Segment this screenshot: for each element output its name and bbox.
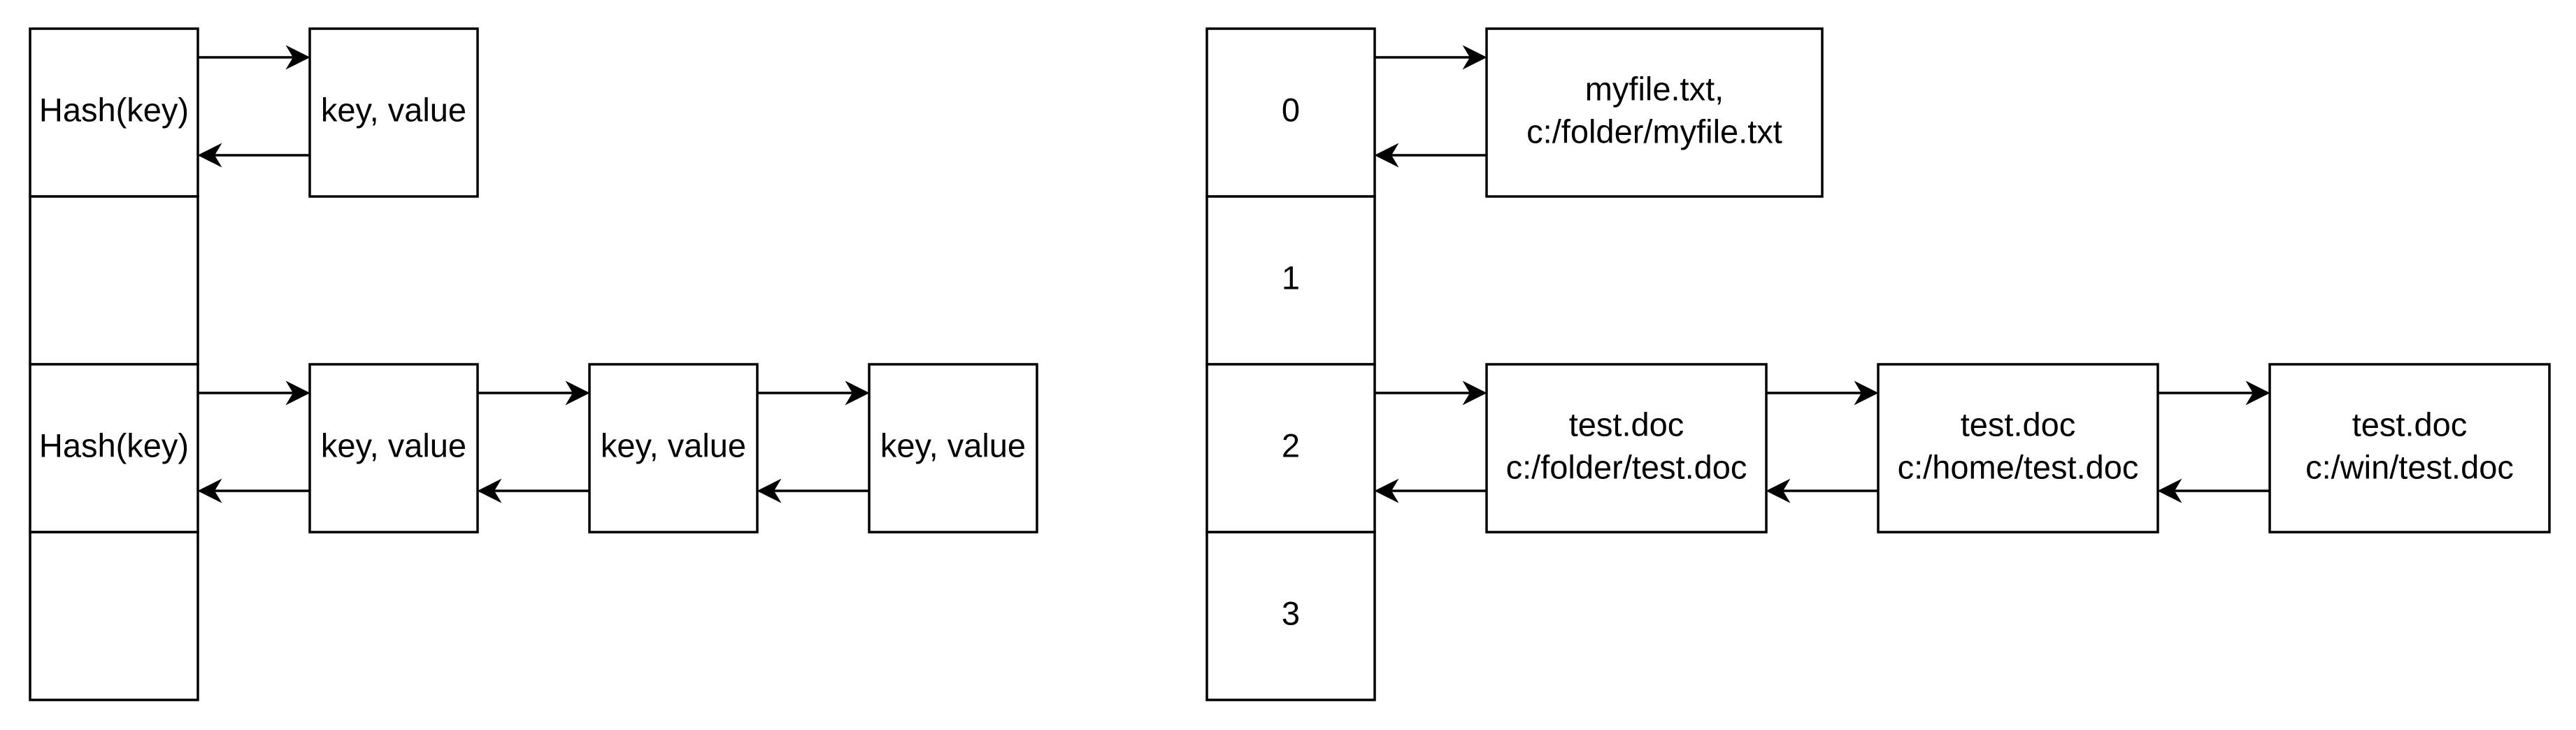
right-bucket-1: 1: [1205, 195, 1376, 366]
right-node-row2-2-line2: c:/win/test.doc: [2305, 448, 2514, 485]
right-bucket-3-label: 3: [1282, 594, 1300, 631]
right-node-top-0: myfile.txt, c:/folder/myfile.txt: [1485, 27, 1824, 198]
left-chain-row-2: key, value key, value key, value: [197, 363, 1038, 534]
right-node-top-0-line1: myfile.txt,: [1585, 70, 1724, 107]
right-node-row2-1: test.doc c:/home/test.doc: [1877, 363, 2159, 534]
right-node-top-0-line2: c:/folder/myfile.txt: [1526, 113, 1782, 150]
left-chain-row-0: key, value: [197, 27, 479, 198]
left-node-row2-2-label: key, value: [880, 427, 1026, 464]
right-chain-row-0: myfile.txt, c:/folder/myfile.txt: [1374, 27, 1824, 198]
left-hash-table: Hash(key) Hash(key): [29, 27, 199, 701]
right-node-row2-0: test.doc c:/folder/test.doc: [1485, 363, 1768, 534]
left-node-row2-1: key, value: [588, 363, 759, 534]
left-node-row2-0-label: key, value: [321, 427, 466, 464]
left-node-row2-2: key, value: [868, 363, 1038, 534]
left-node-top-0: key, value: [308, 27, 479, 198]
right-node-row2-2: test.doc c:/win/test.doc: [2268, 363, 2551, 534]
right-bucket-1-label: 1: [1282, 259, 1300, 296]
left-bucket-2: Hash(key): [29, 363, 199, 534]
right-bucket-2: 2: [1205, 363, 1376, 534]
left-node-row2-0: key, value: [308, 363, 479, 534]
right-node-row2-0-line2: c:/folder/test.doc: [1506, 448, 1747, 485]
left-bucket-0-label: Hash(key): [39, 91, 189, 128]
right-hash-table: 0 1 2 3: [1205, 27, 1376, 701]
right-bucket-2-label: 2: [1282, 427, 1300, 464]
left-bucket-2-label: Hash(key): [39, 427, 189, 464]
left-bucket-1: [29, 195, 199, 366]
left-node-row2-1-label: key, value: [601, 427, 746, 464]
right-node-row2-0-line1: test.doc: [1569, 406, 1684, 443]
right-chain-row-2: test.doc c:/folder/test.doc test.doc c:/…: [1374, 363, 2551, 534]
left-node-top-0-label: key, value: [321, 91, 466, 128]
right-node-row2-2-line1: test.doc: [2352, 406, 2468, 443]
right-bucket-0: 0: [1205, 27, 1376, 198]
left-bucket-0: Hash(key): [29, 27, 199, 198]
left-bucket-3: [29, 531, 199, 701]
right-node-row2-1-line1: test.doc: [1961, 406, 2076, 443]
right-bucket-3: 3: [1205, 531, 1376, 701]
right-bucket-0-label: 0: [1282, 91, 1300, 128]
right-node-row2-1-line2: c:/home/test.doc: [1898, 448, 2139, 485]
